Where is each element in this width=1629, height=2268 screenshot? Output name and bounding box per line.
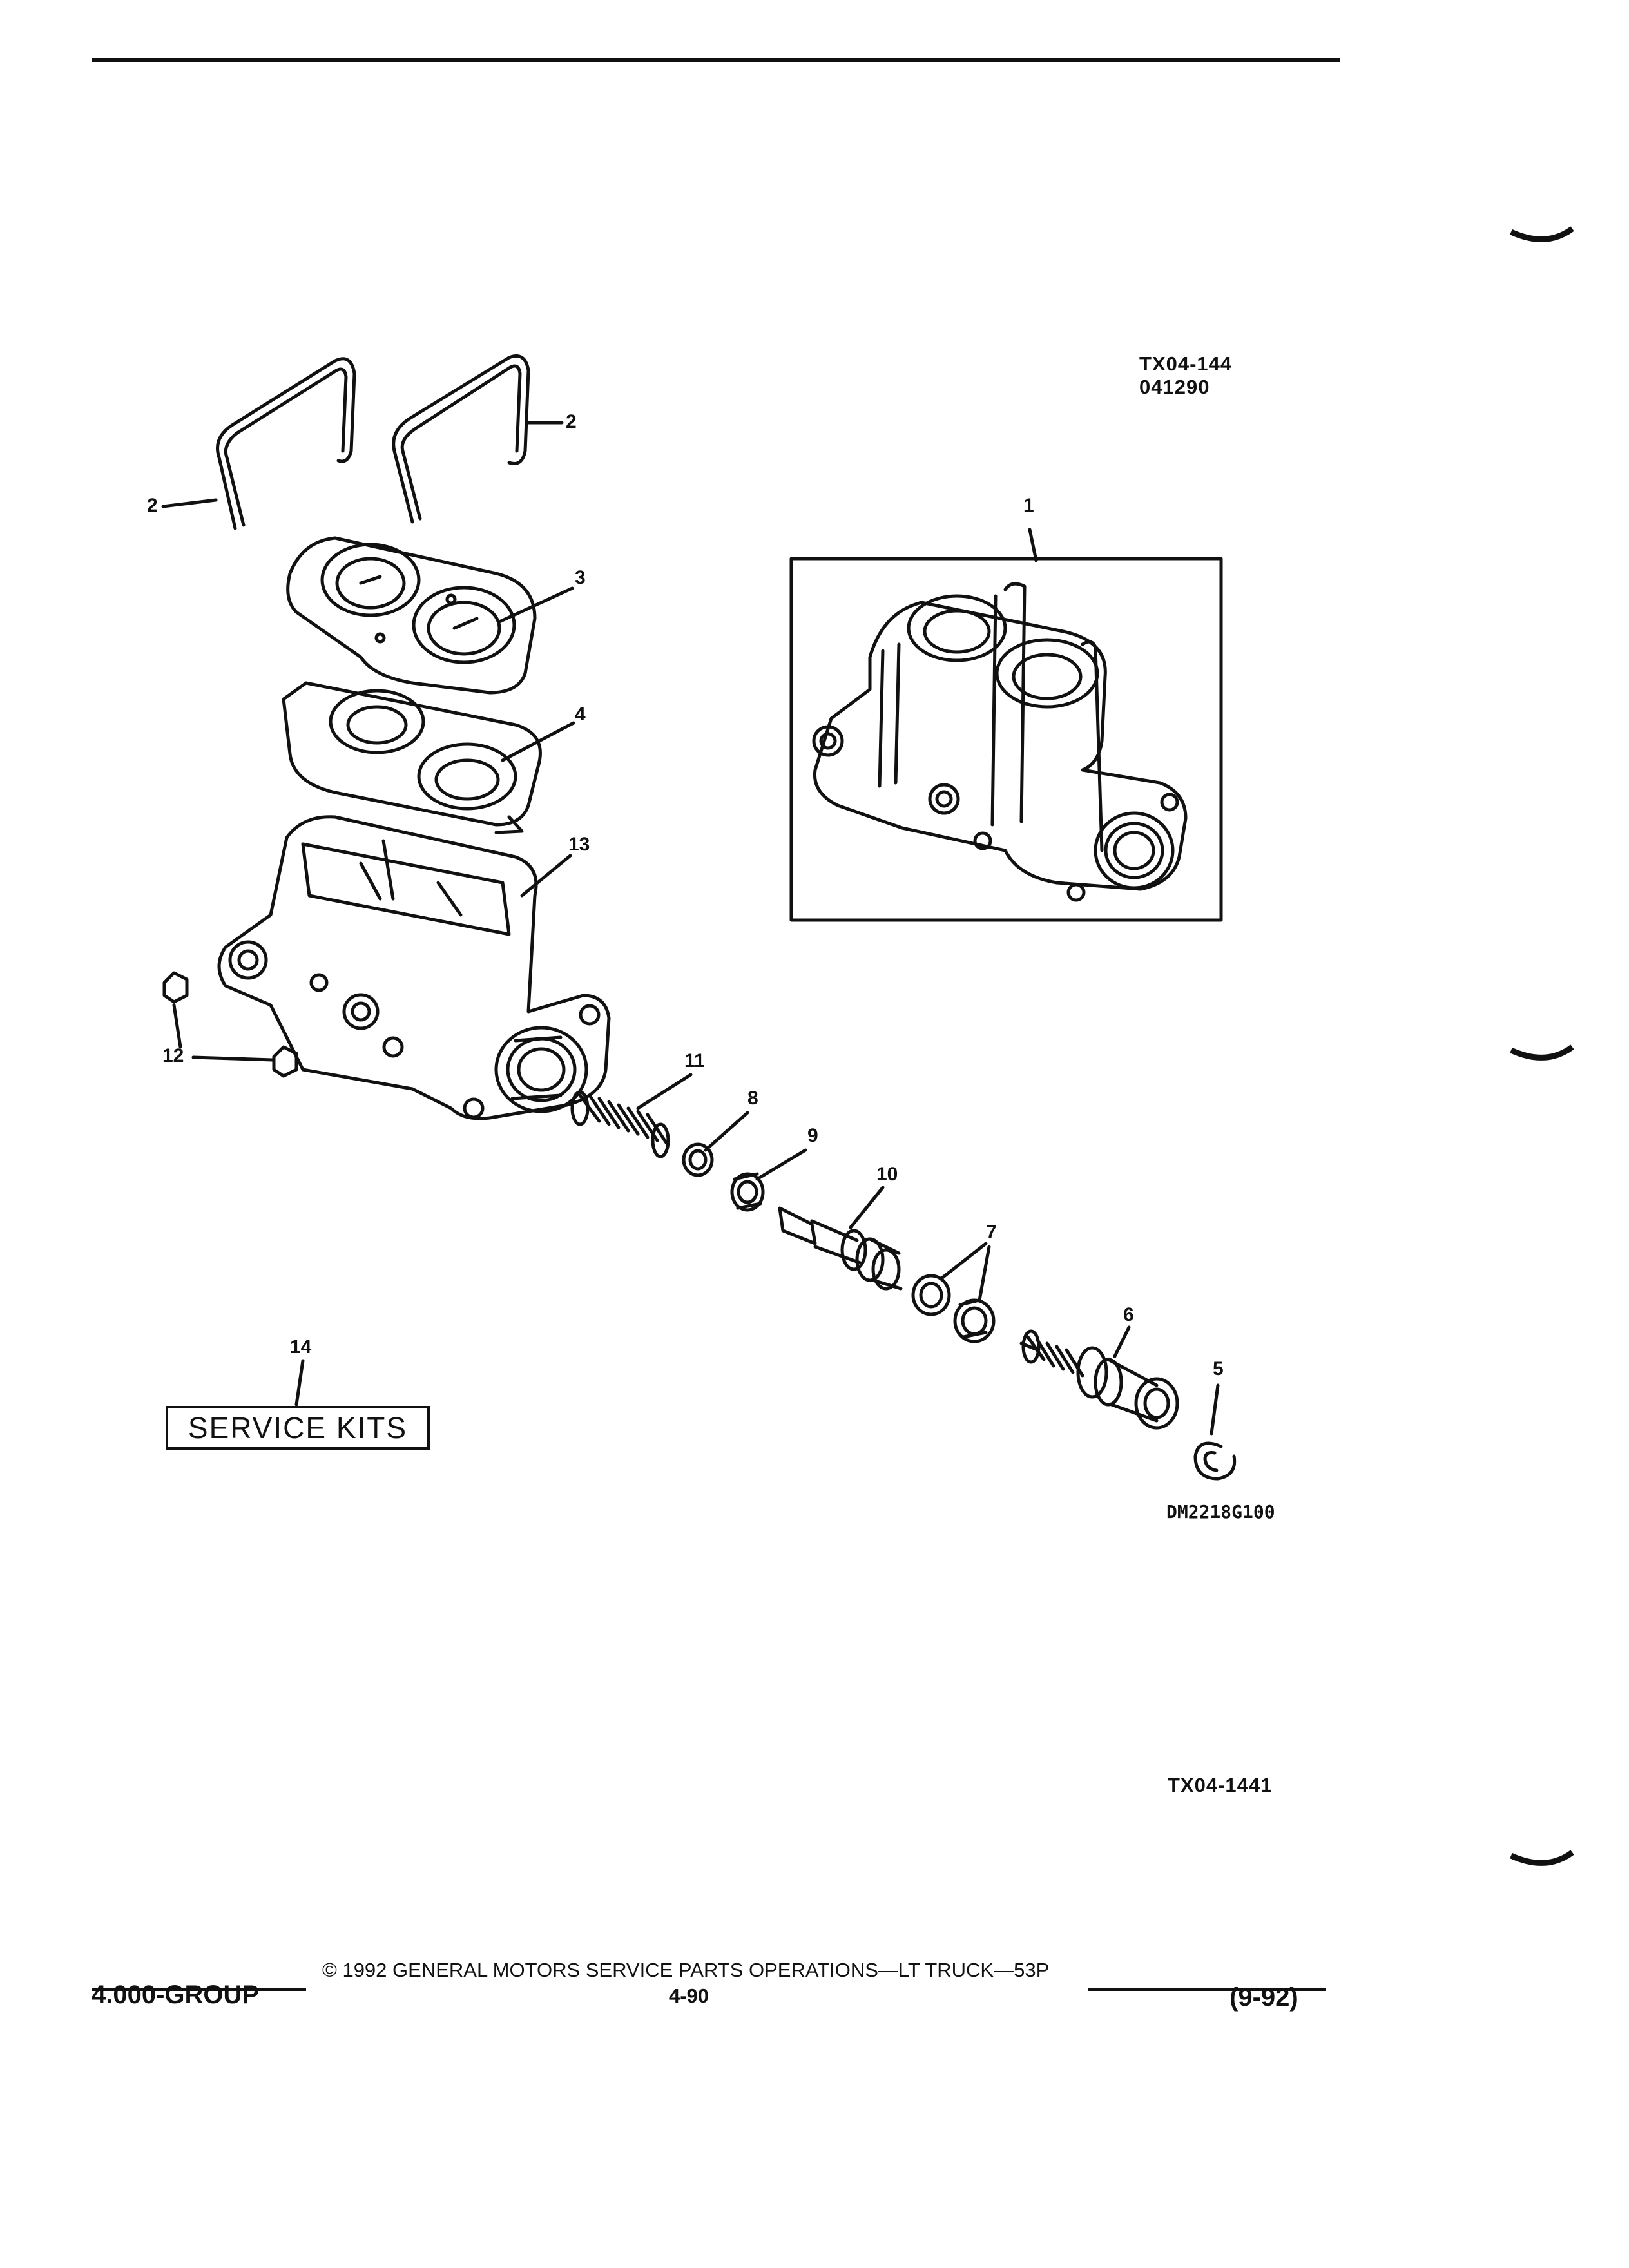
drawing-code: DM2218G100 bbox=[1166, 1501, 1275, 1523]
leader-7b bbox=[978, 1245, 991, 1302]
footer-rule-right bbox=[1088, 1988, 1326, 1991]
leader-7a bbox=[939, 1242, 988, 1281]
callout-12: 12 bbox=[162, 1045, 184, 1066]
retaining-ring bbox=[1193, 1441, 1237, 1481]
ref-date: 041290 bbox=[1139, 376, 1210, 398]
bail-wire-left bbox=[216, 357, 356, 530]
secondary-spring bbox=[570, 1090, 670, 1158]
binder-mark-3 bbox=[1510, 1850, 1574, 1866]
bail-wire-right bbox=[392, 354, 530, 524]
footer-date: (9-92) bbox=[1229, 1983, 1298, 2012]
leader-13 bbox=[520, 854, 572, 898]
footer-group: 4.000-GROUP bbox=[92, 1981, 260, 2009]
callout-14: 14 bbox=[290, 1336, 312, 1358]
callout-4: 4 bbox=[575, 704, 586, 725]
leader-9 bbox=[755, 1148, 807, 1181]
leader-12a bbox=[172, 1003, 182, 1049]
service-kits-box: SERVICE KITS bbox=[166, 1406, 430, 1450]
binder-mark-1 bbox=[1510, 226, 1574, 242]
leader-10 bbox=[849, 1186, 885, 1229]
leader-11 bbox=[636, 1073, 693, 1110]
cover-diaphragm bbox=[282, 681, 542, 834]
leader-12b bbox=[191, 1055, 275, 1062]
leader-8 bbox=[704, 1111, 749, 1152]
callout-7: 7 bbox=[986, 1222, 997, 1243]
callout-9: 9 bbox=[807, 1125, 818, 1146]
callout-11: 11 bbox=[684, 1050, 705, 1072]
reservoir-cover bbox=[286, 536, 537, 695]
assembled-cylinder bbox=[812, 582, 1188, 902]
leader-1 bbox=[1028, 528, 1038, 562]
callout-2a: 2 bbox=[147, 495, 158, 516]
footer-copyright: © 1992 GENERAL MOTORS SERVICE PARTS OPER… bbox=[322, 1959, 1050, 1981]
callout-10: 10 bbox=[876, 1164, 898, 1185]
binder-mark-2 bbox=[1510, 1044, 1574, 1061]
primary-seal-a bbox=[911, 1274, 951, 1316]
secondary-piston bbox=[778, 1206, 903, 1291]
ref-code: TX04-144 bbox=[1139, 352, 1233, 375]
secondary-seal bbox=[682, 1142, 714, 1177]
figure-id: TX04-1441 bbox=[1168, 1774, 1273, 1796]
leader-5 bbox=[1210, 1383, 1220, 1436]
service-kits-label: SERVICE KITS bbox=[188, 1411, 408, 1445]
leader-3 bbox=[497, 586, 574, 624]
bleeder-screw-lower bbox=[272, 1045, 298, 1078]
bleeder-screw-upper bbox=[162, 971, 189, 1004]
primary-seal-b bbox=[953, 1298, 996, 1343]
callout-2b: 2 bbox=[566, 411, 577, 432]
top-rule bbox=[92, 58, 1340, 62]
leader-6 bbox=[1113, 1325, 1131, 1358]
callout-8: 8 bbox=[747, 1088, 758, 1109]
seal-retainer bbox=[730, 1172, 765, 1212]
callout-6: 6 bbox=[1123, 1304, 1134, 1325]
callout-13: 13 bbox=[568, 834, 590, 855]
callout-3: 3 bbox=[575, 567, 586, 588]
primary-piston bbox=[1019, 1329, 1179, 1430]
callout-5: 5 bbox=[1213, 1358, 1224, 1379]
cylinder-body bbox=[217, 815, 611, 1120]
leader-2a bbox=[161, 498, 218, 508]
leader-4 bbox=[501, 721, 575, 762]
footer-page: 4-90 bbox=[669, 1984, 709, 2007]
assembled-view-frame bbox=[789, 557, 1223, 922]
callout-1: 1 bbox=[1023, 495, 1034, 516]
leader-14 bbox=[294, 1359, 305, 1407]
footer-rule-left bbox=[92, 1988, 306, 1991]
